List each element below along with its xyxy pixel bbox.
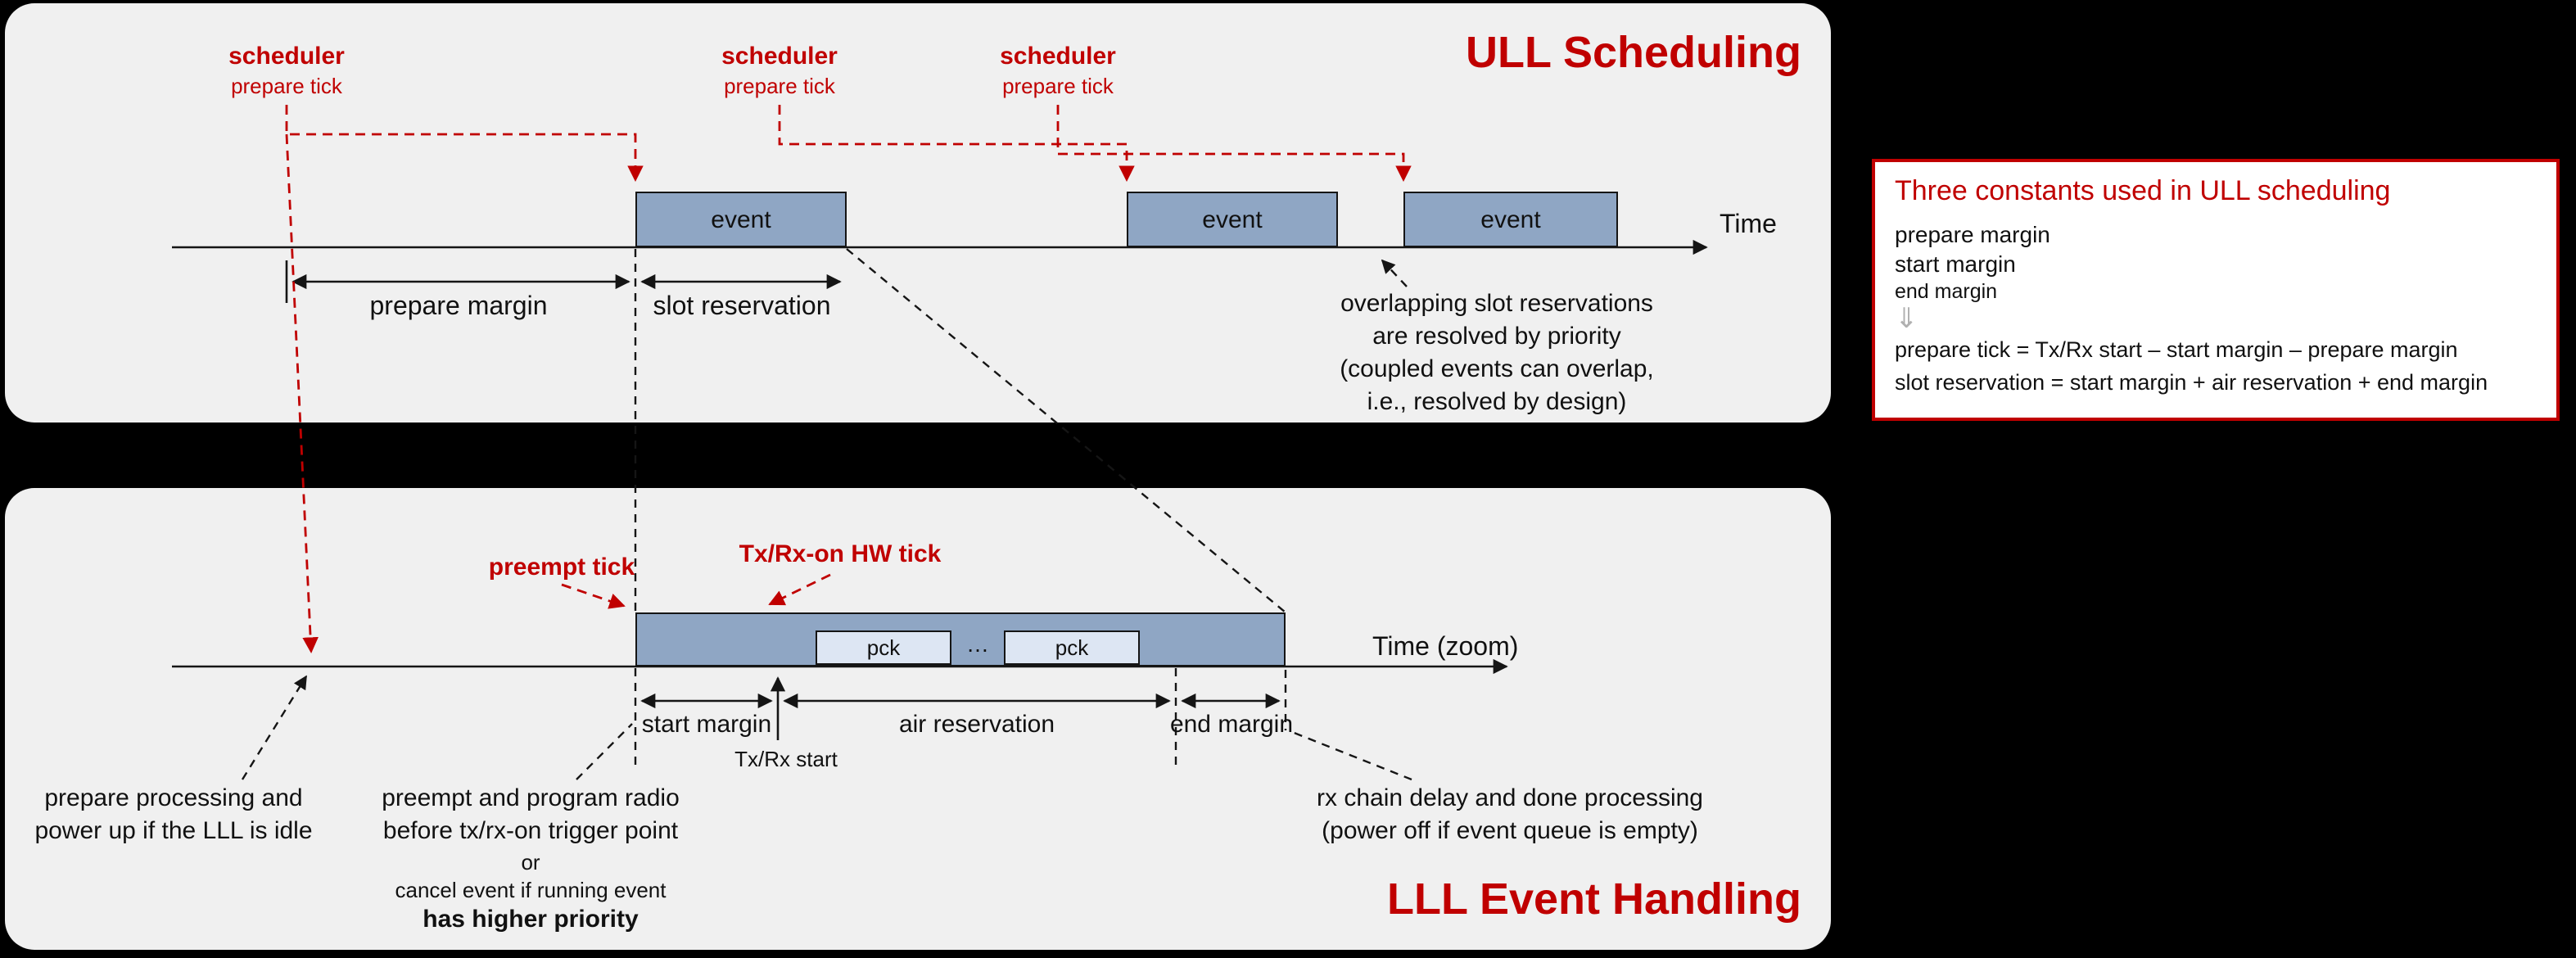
time-zoom-axis-label: Time (zoom) bbox=[1372, 634, 1519, 662]
event-label: event bbox=[1202, 206, 1263, 233]
prepare-tick-formula: prepare tick = Tx/Rx start – start margi… bbox=[1895, 337, 2458, 362]
scheduler-label: scheduler bbox=[721, 43, 838, 70]
constant-end-margin: end margin bbox=[1895, 280, 1998, 303]
packet-ellipsis: … bbox=[966, 630, 989, 657]
scheduler-prepare-tick-label-3: scheduler prepare tick bbox=[956, 43, 1159, 100]
packet-box-1: pck bbox=[816, 630, 951, 665]
note-line: or bbox=[521, 850, 540, 874]
scheduler-prepare-tick-label-1: scheduler prepare tick bbox=[185, 43, 388, 100]
prepare-margin-label: prepare margin bbox=[369, 293, 548, 321]
constants-box-title: Three constants used in ULL scheduling bbox=[1895, 175, 2391, 206]
note-line: rx chain delay and done processing bbox=[1317, 784, 1703, 812]
constants-box: Three constants used in ULL scheduling p… bbox=[1872, 159, 2560, 421]
end-margin-label: end margin bbox=[1169, 711, 1294, 739]
txrx-on-hw-tick-label: Tx/Rx-on HW tick bbox=[739, 540, 942, 568]
rx-chain-note: rx chain delay and done processing (powe… bbox=[1274, 783, 1746, 848]
overlap-note-line: are resolved by priority bbox=[1372, 323, 1621, 350]
event-box-1: event bbox=[635, 192, 847, 247]
overlap-note-line: i.e., resolved by design) bbox=[1367, 388, 1627, 416]
packet-box-2: pck bbox=[1004, 630, 1140, 665]
note-line: power up if the LLL is idle bbox=[34, 817, 313, 845]
constant-start-margin: start margin bbox=[1895, 251, 2016, 277]
event-box-2: event bbox=[1127, 192, 1338, 247]
note-line: before tx/rx-on trigger point bbox=[382, 817, 679, 845]
prepare-tick-label: prepare tick bbox=[724, 73, 835, 98]
scheduler-label: scheduler bbox=[1000, 43, 1116, 70]
note-line: (power off if event queue is empty) bbox=[1322, 817, 1698, 845]
note-line: prepare processing and bbox=[44, 784, 303, 812]
note-line: has higher priority bbox=[423, 906, 639, 933]
packet-label: pck bbox=[866, 635, 901, 660]
prepare-tick-label: prepare tick bbox=[1002, 73, 1114, 98]
event-box-3: event bbox=[1403, 192, 1618, 247]
slot-reservation-formula: slot reservation = start margin + air re… bbox=[1895, 370, 2488, 395]
txrx-start-label: Tx/Rx start bbox=[734, 747, 838, 771]
prepare-processing-note: prepare processing and power up if the L… bbox=[13, 783, 334, 848]
lll-title: LLL Event Handling bbox=[1386, 874, 1801, 924]
implies-arrow-icon: ⇓ bbox=[1895, 303, 1918, 334]
start-margin-label: start margin bbox=[641, 711, 772, 739]
scheduler-label: scheduler bbox=[228, 43, 345, 70]
prepare-tick-label: prepare tick bbox=[231, 73, 342, 98]
overlap-note-line: overlapping slot reservations bbox=[1340, 290, 1653, 318]
packet-label: pck bbox=[1055, 635, 1089, 660]
event-label: event bbox=[1480, 206, 1541, 233]
constant-prepare-margin: prepare margin bbox=[1895, 221, 2050, 247]
slot-reservation-label: slot reservation bbox=[653, 293, 831, 321]
overlap-note-line: (coupled events can overlap, bbox=[1340, 355, 1654, 383]
event-label: event bbox=[711, 206, 771, 233]
ull-title: ULL Scheduling bbox=[1465, 28, 1801, 77]
note-line: cancel event if running event bbox=[395, 878, 667, 902]
preempt-note: preempt and program radio before tx/rx-o… bbox=[367, 783, 694, 937]
overlap-note: overlapping slot reservations are resolv… bbox=[1294, 288, 1700, 419]
air-reservation-label: air reservation bbox=[898, 711, 1055, 739]
preempt-tick-label: preempt tick bbox=[488, 554, 635, 581]
time-axis-label: Time bbox=[1720, 211, 1777, 239]
scheduler-prepare-tick-label-2: scheduler prepare tick bbox=[678, 43, 881, 100]
zoomed-event-slot: pck … pck bbox=[635, 612, 1286, 667]
note-line: preempt and program radio bbox=[382, 784, 680, 812]
